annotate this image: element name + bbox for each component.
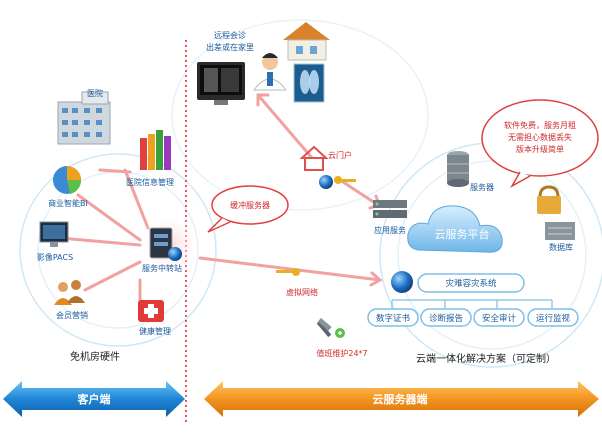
dr-pill bbox=[417, 273, 525, 293]
member-people-icon bbox=[54, 280, 85, 305]
cloud-platform-label: 云服务平台 bbox=[435, 227, 490, 241]
note-line-1: 软件免费，服务月租 bbox=[504, 120, 576, 130]
doctor-icon bbox=[253, 53, 287, 91]
vpn-key-icon bbox=[276, 268, 300, 276]
buffer-bubble bbox=[207, 185, 289, 233]
note-line-3: 版本升级简单 bbox=[516, 144, 564, 154]
client-side-label: 客户端 bbox=[77, 392, 111, 406]
buffer-server-label: 缓冲服务器 bbox=[230, 200, 270, 210]
cloud-portal-label: 云门户 bbox=[328, 150, 352, 160]
portal-globe-icon bbox=[319, 175, 333, 189]
monitor-icon bbox=[197, 62, 245, 105]
note-bubble bbox=[481, 99, 599, 188]
dr-label: 灾难容灾系统 bbox=[445, 278, 497, 289]
servers-label: 服务器 bbox=[470, 182, 494, 192]
member-label: 会员营销 bbox=[56, 310, 88, 320]
house-icon bbox=[283, 22, 330, 61]
tools-icon bbox=[316, 317, 345, 338]
cloud-platform-icon bbox=[407, 205, 503, 253]
cloud-solution-label: 云端一体化解决方案（可定制） bbox=[416, 352, 556, 365]
hospital-building-icon bbox=[57, 91, 111, 145]
pill-report-label: 诊断报告 bbox=[429, 313, 463, 324]
home-portal-icon bbox=[299, 145, 329, 171]
database-icon bbox=[545, 222, 575, 240]
key-icon bbox=[334, 176, 356, 184]
pill-cert bbox=[367, 308, 419, 327]
cloud-arrow bbox=[204, 381, 599, 417]
no-room-label: 免机房硬件 bbox=[70, 350, 120, 363]
pill-audit-label: 安全审计 bbox=[482, 313, 517, 324]
pill-monitor-label: 运行监视 bbox=[536, 313, 571, 324]
lock-icon bbox=[537, 185, 561, 214]
hub-server-icon bbox=[149, 227, 182, 261]
client-arrow bbox=[3, 381, 185, 417]
service-hub-label: 服务中转站 bbox=[142, 263, 182, 273]
remote-label-2: 出差或在家里 bbox=[206, 42, 254, 52]
hospital-label: 医院 bbox=[87, 88, 103, 98]
health-kit-icon bbox=[138, 300, 164, 322]
pill-audit bbox=[473, 308, 525, 327]
note-line-2: 无需担心数据丢失 bbox=[508, 132, 572, 142]
pill-report bbox=[420, 308, 472, 327]
his-label: 医院信息管理 bbox=[126, 177, 174, 187]
health-label: 健康管理 bbox=[139, 326, 171, 336]
pill-connectors bbox=[391, 299, 553, 308]
dr-globe-icon bbox=[391, 271, 413, 293]
vpn-label: 虚拟网络 bbox=[286, 287, 318, 297]
bi-label: 商业智能BI bbox=[48, 198, 88, 208]
app-service-label: 应用服务 bbox=[374, 225, 406, 235]
pill-cert-label: 数字证书 bbox=[376, 313, 411, 324]
bi-pie-icon bbox=[53, 166, 82, 194]
pacs-label: 影像PACS bbox=[37, 252, 73, 262]
server-stack-icon bbox=[447, 151, 469, 187]
maintenance-label: 值班维护24*7 bbox=[316, 348, 367, 358]
app-server-icon bbox=[373, 200, 407, 218]
pacs-monitor-icon bbox=[39, 221, 69, 247]
his-binders-icon bbox=[140, 130, 171, 170]
cloud-side-label: 云服务器端 bbox=[373, 392, 428, 406]
database-label: 数据库 bbox=[549, 242, 573, 252]
pill-monitor bbox=[527, 308, 579, 327]
xray-icon bbox=[293, 63, 325, 103]
remote-label-1: 远程会诊 bbox=[214, 30, 246, 40]
